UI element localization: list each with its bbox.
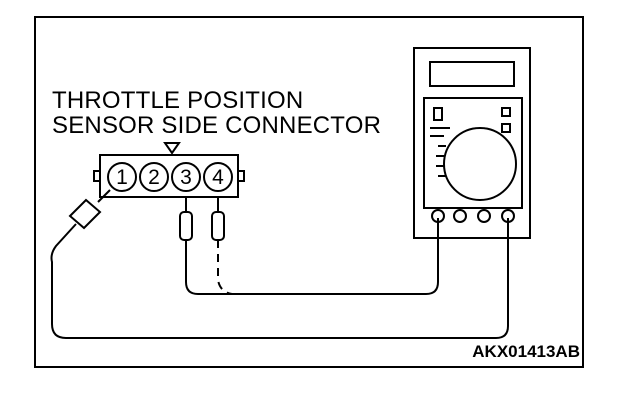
probe-pin-3 (179, 197, 193, 241)
dial-range-marks (436, 145, 446, 177)
pin-2: 2 (139, 162, 169, 192)
figure-id: AKX01413AB (472, 342, 580, 361)
meter-body (413, 47, 531, 239)
connector (93, 142, 245, 198)
pin-4: 4 (203, 162, 233, 192)
title-line-2: SENSOR SIDE CONNECTOR (52, 112, 382, 139)
meter-jack-1 (431, 209, 445, 223)
diagram-frame (34, 16, 584, 368)
pin-3-label: 3 (180, 166, 192, 189)
connector-pins: 1 2 3 4 (107, 162, 233, 192)
title-line-1: THROTTLE POSITION (52, 87, 304, 114)
meter-selector-dial (443, 127, 517, 201)
pin-3: 3 (171, 162, 201, 192)
pin-2-label: 2 (148, 166, 160, 189)
pin-1-label: 1 (116, 166, 128, 189)
multimeter (413, 47, 531, 239)
meter-jack-2 (453, 209, 467, 223)
connector-left-tab (93, 170, 101, 182)
probe-pin-1 (68, 189, 111, 230)
meter-button-3 (501, 123, 511, 133)
meter-jack-4 (501, 209, 515, 223)
connector-title: THROTTLE POSITION SENSOR SIDE CONNECTOR (52, 88, 381, 138)
wire-pin4-alternate (217, 240, 233, 295)
probes (68, 189, 225, 241)
wire-pin1-to-meter (50, 218, 509, 339)
connector-right-tab (237, 170, 245, 182)
pin-1: 1 (107, 162, 137, 192)
meter-panel (423, 97, 523, 209)
probe-pin-4 (211, 197, 225, 241)
meter-button-1 (433, 107, 443, 121)
meter-display (429, 61, 515, 87)
meter-jack-3 (477, 209, 491, 223)
meter-button-2 (501, 107, 511, 117)
connector-lock-marker (163, 142, 181, 155)
pin-4-label: 4 (212, 166, 224, 189)
wires (50, 218, 509, 339)
wire-pin3-to-meter (185, 218, 439, 295)
meter-switch-lines (430, 127, 450, 137)
